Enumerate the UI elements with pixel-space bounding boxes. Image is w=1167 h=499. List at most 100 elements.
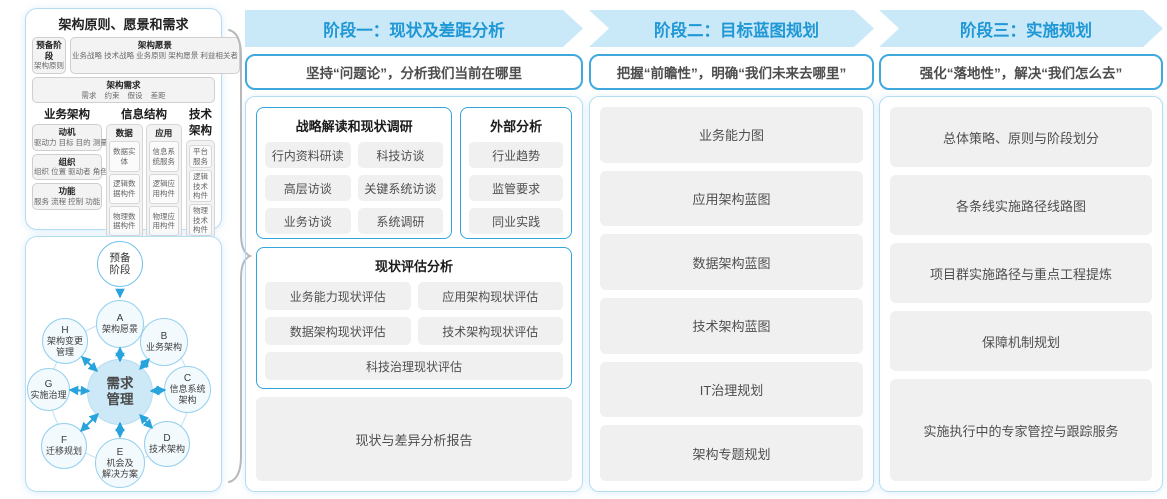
phase3-subtitle-box: 强化“落地性”，解决“我们怎么去” bbox=[879, 54, 1163, 90]
survey-item: 行内资料研读 bbox=[265, 142, 351, 168]
cycle-node-center: 需求 管理 bbox=[87, 359, 153, 425]
phase3-item: 实施执行中的专家管控与跟踪服务 bbox=[890, 379, 1152, 481]
application-title: 应用 bbox=[155, 128, 173, 139]
requirements-body: 需求 约束 假设 差距 bbox=[81, 90, 166, 100]
technology-architecture-title: 技术架构 bbox=[189, 109, 212, 138]
application-item: 物理应用构件 bbox=[148, 206, 179, 237]
vision-title: 架构愿景 bbox=[137, 40, 172, 50]
node-letter: B bbox=[160, 331, 168, 343]
prep-stage-title: 预备阶段 bbox=[36, 40, 62, 61]
phase3-item: 总体策略、原则与阶段划分 bbox=[890, 107, 1152, 167]
information-structure-column: 信息结构 数据 数据实体 逻辑数据构件 物理数据构件 应用 信息系统服务 逻辑应… bbox=[106, 106, 182, 240]
cycle-node-a: A 架构愿景 bbox=[96, 300, 144, 348]
cycle-node-d: D 技术架构 bbox=[144, 421, 190, 467]
node-name: 信息系统 架构 bbox=[169, 384, 206, 405]
cycle-node-e: E 机会及 解决方案 bbox=[95, 438, 145, 488]
vision-body: 业务战略 技术战略 业务原则 架构愿景 利益相关者 bbox=[72, 50, 238, 60]
cycle-node-f: F 迁移规划 bbox=[41, 423, 87, 469]
assessment-item: 应用架构现状评估 bbox=[417, 282, 563, 310]
assessment-title: 现状评估分析 bbox=[374, 259, 453, 274]
adm-cycle-panel: 预备 阶段 A 架构愿景 B 业务架构 C 信息系统 架构 D 技术架构 E 机… bbox=[25, 236, 222, 492]
application-subcolumn: 应用 信息系统服务 逻辑应用构件 物理应用构件 bbox=[145, 124, 182, 240]
prep-stage-body: 架构原则 bbox=[34, 61, 64, 71]
node-name: 实施治理 bbox=[30, 389, 67, 400]
organization-title: 组织 bbox=[58, 156, 76, 167]
curly-brace-icon bbox=[228, 29, 252, 483]
phase2-item: 应用架构蓝图 bbox=[600, 170, 863, 227]
application-item: 逻辑应用构件 bbox=[148, 173, 179, 205]
phase2-subtitle-box: 把握“前瞻性”，明确“我们未来去哪里” bbox=[589, 54, 874, 90]
panel-title: 架构原则、愿景和需求 bbox=[58, 17, 189, 32]
phase1-subtitle-box: 坚持“问题论”，分析我们当前在哪里 bbox=[245, 54, 583, 90]
survey-title: 战略解读和现状调研 bbox=[295, 119, 413, 134]
phase3-item: 项目群实施路径与重点工程提炼 bbox=[890, 243, 1152, 303]
phase2-item: 业务能力图 bbox=[600, 107, 863, 163]
function-box: 功能 服务 流程 控制 功能 bbox=[32, 183, 102, 210]
information-structure-title: 信息结构 bbox=[121, 109, 167, 122]
requirements-box: 架构需求 需求 约束 假设 差距 bbox=[32, 77, 215, 104]
phase3-column: 阶段三：实施规划 强化“落地性”，解决“我们怎么去” 总体策略、原则与阶段划分 … bbox=[879, 10, 1163, 492]
assessment-item: 数据架构现状评估 bbox=[265, 317, 411, 345]
phase3-item: 保障机制规划 bbox=[890, 311, 1152, 371]
cycle-node-b: B 业务架构 bbox=[140, 318, 188, 366]
phase2-item: 技术架构蓝图 bbox=[600, 298, 863, 354]
external-item: 行业趋势 bbox=[469, 142, 563, 168]
phase2-item: 数据架构蓝图 bbox=[600, 234, 863, 291]
phase2-column: 阶段二：目标蓝图规划 把握“前瞻性”，明确“我们未来去哪里” 业务能力图 应用架… bbox=[589, 10, 874, 492]
phase3-content-panel: 总体策略、原则与阶段划分 各条线实施路径线路图 项目群实施路径与重点工程提炼 保… bbox=[879, 96, 1163, 492]
node-name: 技术架构 bbox=[148, 444, 185, 455]
external-item: 同业实践 bbox=[469, 208, 563, 234]
prep-stage-box: 预备阶段 架构原则 bbox=[32, 37, 66, 74]
survey-box: 战略解读和现状调研 行内资料研读 科技访谈 高层访谈 关键系统访谈 业务访谈 系… bbox=[256, 107, 453, 239]
node-letter: C bbox=[183, 373, 192, 385]
function-title: 功能 bbox=[58, 186, 76, 197]
cycle-node-c: C 信息系统 架构 bbox=[164, 366, 211, 413]
assessment-box: 现状评估分析 业务能力现状评估 应用架构现状评估 数据架构现状评估 技术架构现状… bbox=[256, 247, 572, 389]
phase1-header-band: 阶段一：现状及差距分析 bbox=[245, 10, 583, 47]
node-letter: E bbox=[116, 446, 124, 458]
business-architecture-title: 业务架构 bbox=[44, 109, 90, 122]
node-name: 迁移规划 bbox=[45, 446, 82, 457]
survey-item: 关键系统访谈 bbox=[357, 175, 444, 201]
phase3-item: 各条线实施路径线路图 bbox=[890, 175, 1152, 235]
motivation-title: 动机 bbox=[58, 127, 76, 138]
technology-item: 平台服务 bbox=[189, 145, 212, 169]
node-name: 机会及 解决方案 bbox=[101, 457, 138, 479]
architecture-principles-panel: 架构原则、愿景和需求 预备阶段 架构原则 架构愿景 业务战略 技术战略 业务原则… bbox=[25, 8, 240, 283]
data-item: 数据实体 bbox=[109, 141, 140, 172]
node-name: 业务架构 bbox=[145, 342, 182, 353]
survey-item: 系统调研 bbox=[357, 208, 444, 234]
node-letter: H bbox=[61, 324, 69, 336]
node-name: 架构变更 管理 bbox=[46, 335, 83, 357]
organization-body: 组织 位置 驱动者 角色 bbox=[34, 167, 108, 177]
phase2-content-panel: 业务能力图 应用架构蓝图 数据架构蓝图 技术架构蓝图 IT治理规划 架构专题规划 bbox=[589, 96, 874, 492]
assessment-item: 科技治理现状评估 bbox=[265, 352, 563, 380]
cycle-node-g: G 实施治理 bbox=[27, 368, 70, 411]
motivation-box: 动机 驱动力 目标 目的 测量 bbox=[32, 124, 108, 151]
data-subcolumn: 数据 数据实体 逻辑数据构件 物理数据构件 bbox=[106, 124, 143, 240]
requirements-title: 架构需求 bbox=[106, 80, 141, 90]
survey-item: 业务访谈 bbox=[265, 208, 351, 234]
external-item: 监管要求 bbox=[469, 175, 563, 201]
gap-analysis-report-box: 现状与差异分析报告 bbox=[256, 397, 572, 481]
technology-item: 逻辑技术构件 bbox=[189, 170, 212, 203]
node-name: 架构愿景 bbox=[101, 324, 138, 335]
phase3-header-band: 阶段三：实施规划 bbox=[879, 10, 1163, 47]
phase2-header-band: 阶段二：目标蓝图规划 bbox=[589, 10, 874, 47]
motivation-body: 驱动力 目标 目的 测量 bbox=[34, 138, 108, 147]
assessment-item: 技术架构现状评估 bbox=[417, 317, 563, 345]
organization-box: 组织 组织 位置 驱动者 角色 bbox=[32, 153, 108, 181]
node-letter: G bbox=[44, 378, 53, 390]
node-letter: A bbox=[116, 313, 124, 325]
technology-item: 物理技术构件 bbox=[189, 204, 212, 237]
cycle-node-h: H 架构变更 管理 bbox=[42, 318, 88, 364]
application-item: 信息系统服务 bbox=[148, 141, 179, 172]
technology-architecture-column: 技术架构 平台服务 逻辑技术构件 物理技术构件 bbox=[186, 106, 215, 240]
data-title: 数据 bbox=[115, 128, 133, 139]
business-architecture-column: 业务架构 动机 驱动力 目标 目的 测量 组织 组织 位置 驱动者 角色 功能 … bbox=[32, 106, 108, 239]
data-item: 逻辑数据构件 bbox=[109, 173, 140, 205]
phase1-column: 阶段一：现状及差距分析 坚持“问题论”，分析我们当前在哪里 战略解读和现状调研 … bbox=[245, 10, 583, 492]
phase2-item: 架构专题规划 bbox=[600, 425, 863, 482]
node-letter: F bbox=[60, 435, 68, 447]
function-body: 服务 流程 控制 功能 bbox=[34, 196, 101, 206]
